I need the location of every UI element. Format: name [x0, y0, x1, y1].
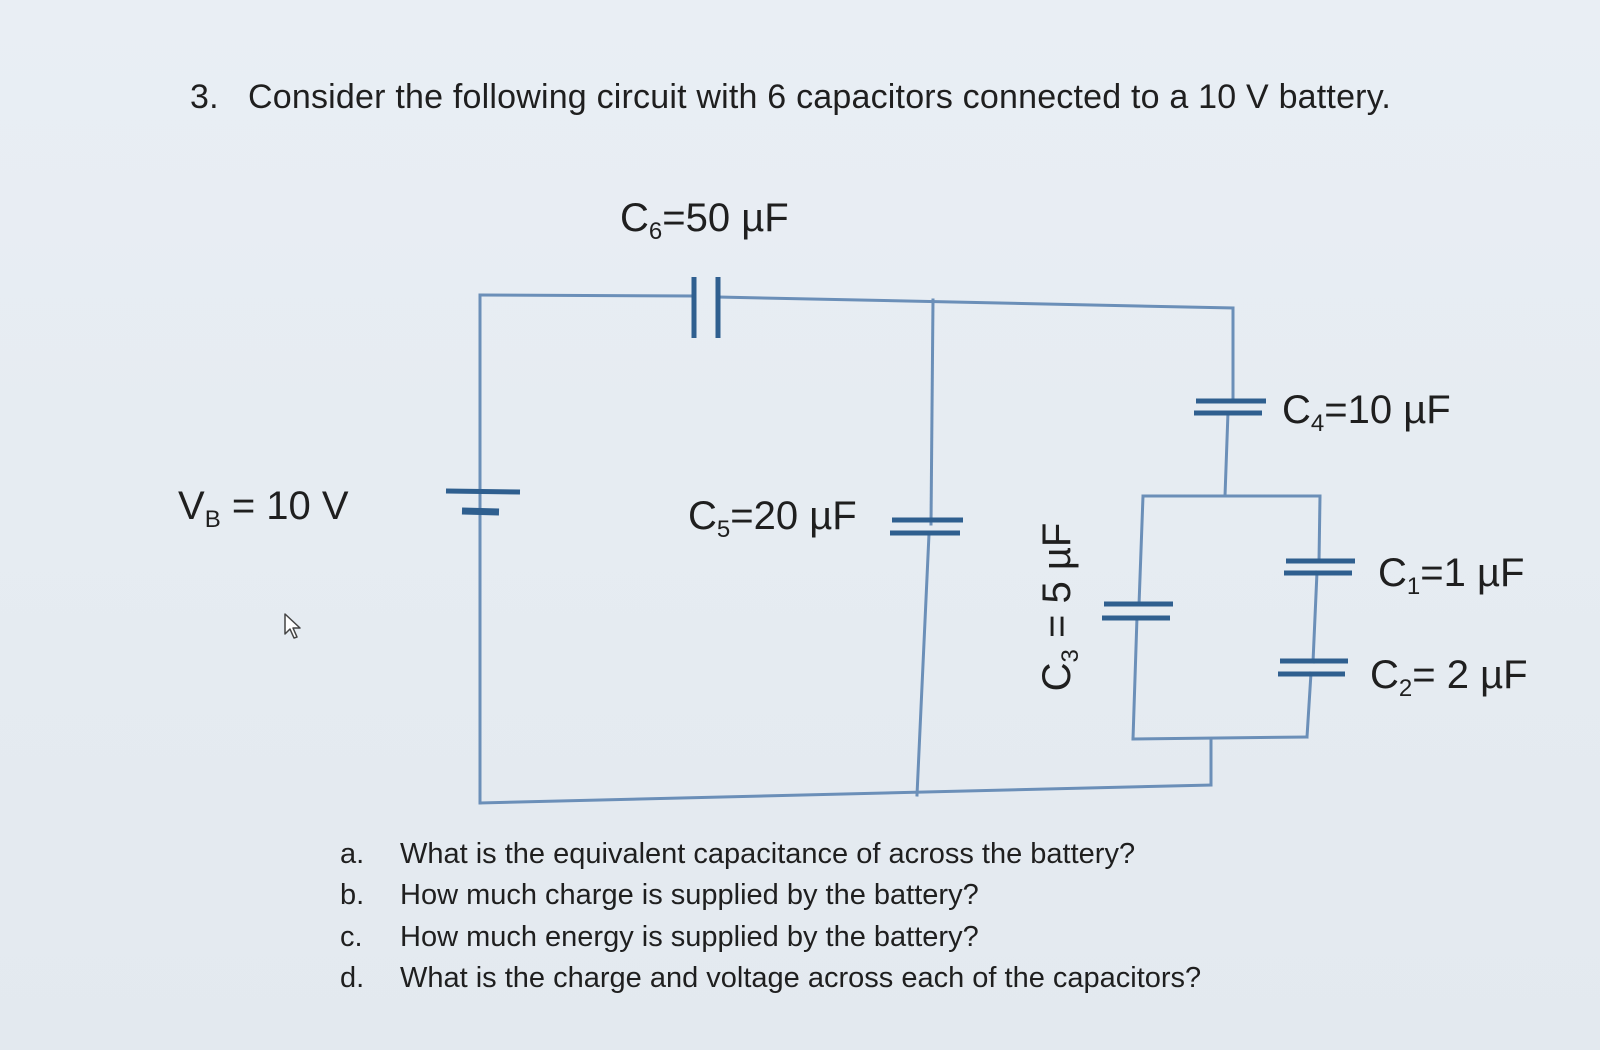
wire-c2-bottom: [1305, 671, 1313, 739]
problem-statement: 3. Consider the following circuit with 6 …: [190, 78, 1391, 117]
question-d: d.What is the charge and voltage across …: [340, 962, 1202, 994]
wire-c1-top: [1317, 494, 1322, 564]
capacitor-c3-symbol: [1102, 601, 1173, 621]
wire-top-right: [716, 295, 1235, 310]
question-b: b.How much charge is supplied by the bat…: [340, 879, 979, 911]
c1-label: C1=1 µF: [1378, 551, 1525, 600]
problem-text: Consider the following circuit with 6 ca…: [248, 78, 1392, 116]
c4-label: C4=10 µF: [1282, 388, 1451, 437]
question-a: a.What is the equivalent capacitance of …: [340, 838, 1136, 870]
mouse-pointer-icon: [284, 613, 301, 639]
capacitor-c6-symbol: [691, 277, 721, 338]
battery-label: VB = 10 V: [178, 484, 349, 533]
problem-number: 3.: [190, 78, 219, 116]
capacitor-c1-symbol: [1284, 558, 1355, 576]
wire-c3-top: [1137, 494, 1145, 607]
capacitor-c4-symbol: [1194, 398, 1266, 416]
wire-c5-bottom: [915, 532, 931, 797]
capacitor-c5-symbol: [890, 517, 963, 536]
wire-top-left: [478, 293, 696, 298]
wire-c1-c2: [1311, 570, 1319, 664]
c6-label: C6=50 µF: [620, 196, 789, 245]
wire-node-bottom: [1131, 735, 1309, 741]
battery-symbol: [445, 488, 521, 516]
question-c: c.How much energy is supplied by the bat…: [340, 921, 979, 953]
capacitor-c2-symbol: [1278, 658, 1348, 677]
wire-c4-bottom: [1223, 410, 1230, 498]
wire-bottom: [478, 783, 1213, 805]
wire-c3-bottom: [1131, 615, 1139, 741]
wire-c5-top: [929, 298, 935, 526]
c5-label: C5=20 µF: [688, 494, 857, 543]
c3-label: C3 = 5 µF: [1035, 522, 1084, 692]
c2-label: C2= 2 µF: [1370, 653, 1528, 702]
